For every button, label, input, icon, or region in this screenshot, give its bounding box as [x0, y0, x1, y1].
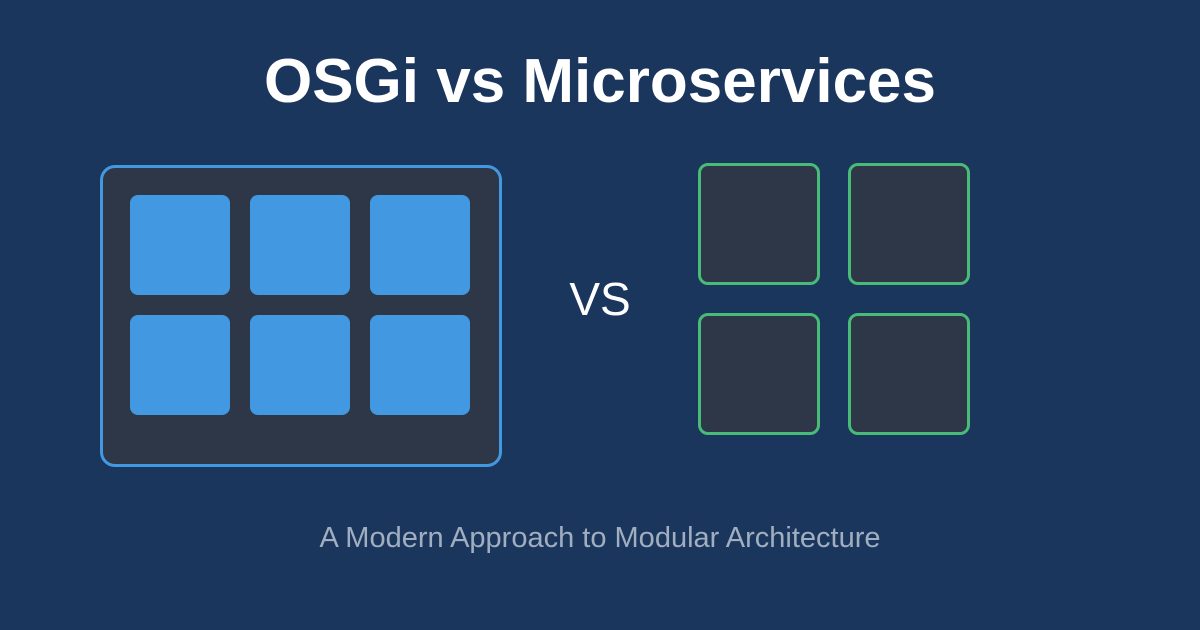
microservice-4 [848, 313, 970, 435]
osgi-module-1 [130, 195, 230, 295]
osgi-module-5 [250, 315, 350, 415]
osgi-module-6 [370, 315, 470, 415]
microservice-3 [698, 313, 820, 435]
microservice-2 [848, 163, 970, 285]
vs-label: VS [569, 273, 631, 325]
osgi-module-4 [130, 315, 230, 415]
osgi-module-3 [370, 195, 470, 295]
subtitle: A Modern Approach to Modular Architectur… [319, 522, 881, 554]
osgi-module-2 [250, 195, 350, 295]
osgi-container [100, 165, 502, 467]
microservice-1 [698, 163, 820, 285]
page-title: OSGi vs Microservices [263, 47, 937, 116]
